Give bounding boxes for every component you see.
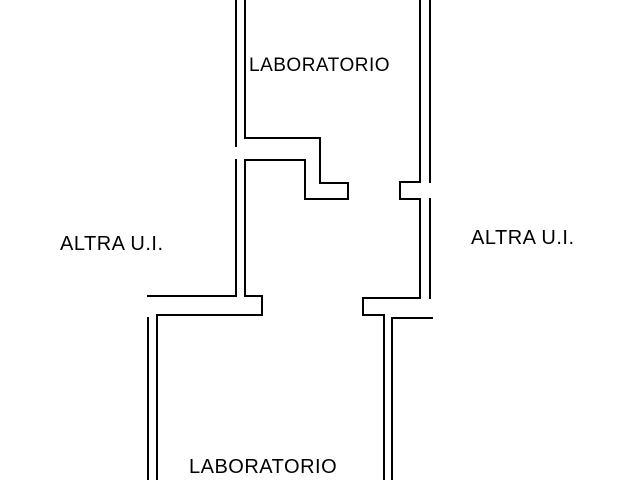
wall-upper-right-inner bbox=[362, 0, 421, 316]
room-label-altra-ui-left: ALTRA U.I. bbox=[60, 233, 164, 255]
wall-left-jamb bbox=[147, 159, 237, 297]
room-label-altra-ui-right: ALTRA U.I. bbox=[471, 227, 575, 249]
room-label-laboratorio-lower: LABORATORIO bbox=[189, 456, 338, 478]
walls bbox=[147, 0, 433, 480]
wall-upper-left-inner bbox=[156, 0, 349, 316]
room-label-laboratorio-upper: LABORATORIO bbox=[249, 55, 390, 76]
